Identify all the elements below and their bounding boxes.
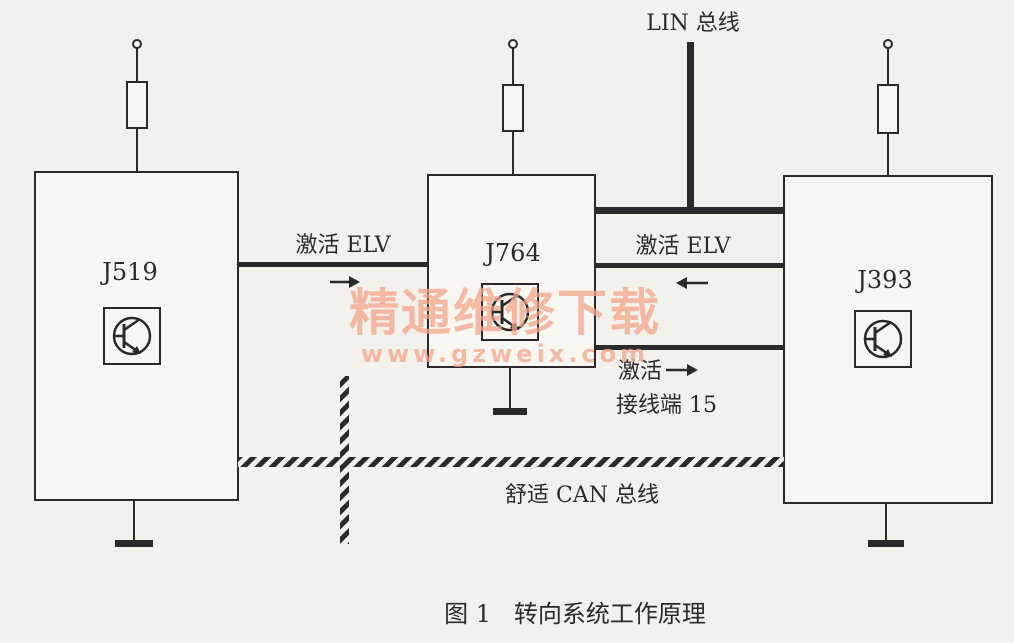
arrow-right-icon: [330, 276, 360, 288]
j393-ground: [868, 540, 904, 547]
lin-bus-label: LIN 总线: [646, 11, 740, 36]
j764-supply-pin: [508, 39, 518, 49]
lin-bus: LIN 总线: [595, 11, 784, 214]
module-j393: J393: [783, 39, 993, 547]
j519-ground: [115, 540, 153, 547]
j519-fuse: [126, 81, 148, 129]
can-bus: 舒适 CAN 总线: [238, 376, 784, 544]
terminal-15-signal: 激活 接线端 15: [595, 345, 784, 418]
watermark-url: www.gzweix.com: [361, 340, 649, 368]
lin-bus-vertical: [687, 42, 694, 210]
module-j519: J519: [34, 39, 239, 547]
elv-signal-left: 激活 ELV: [238, 233, 428, 288]
j764-transistor-icon: [481, 283, 539, 341]
j393-label: J393: [854, 266, 912, 294]
j519-label: J519: [99, 258, 157, 286]
j764-ground: [493, 408, 527, 415]
j764-label: J764: [482, 239, 540, 267]
can-bus-label: 舒适 CAN 总线: [505, 483, 659, 508]
j393-supply-pin: [883, 39, 893, 49]
terminal-15-label-line2: 接线端 15: [616, 393, 717, 418]
arrow-right-icon: [666, 364, 698, 376]
terminal-15-label-line1: 激活: [618, 359, 662, 384]
j393-transistor-icon: [854, 310, 912, 368]
watermark: 精通维修下载 www.gzweix.com: [349, 284, 661, 368]
module-j764: J764: [427, 39, 596, 415]
lin-bus-horizontal: [595, 207, 784, 214]
elv-left-label: 激活 ELV: [296, 233, 392, 258]
elv-right-label: 激活 ELV: [636, 234, 732, 259]
elv-signal-right: 激活 ELV: [595, 234, 784, 289]
j393-fuse: [877, 84, 899, 134]
can-bus-horizontal: [238, 457, 784, 467]
j764-fuse: [502, 84, 524, 132]
can-bus-vertical: [340, 376, 349, 544]
watermark-title: 精通维修下载: [349, 284, 661, 342]
j519-supply-pin: [132, 39, 142, 49]
arrow-left-icon: [676, 277, 708, 289]
figure-caption: 图 1 转向系统工作原理: [444, 600, 706, 628]
j519-transistor-icon: [103, 307, 161, 365]
